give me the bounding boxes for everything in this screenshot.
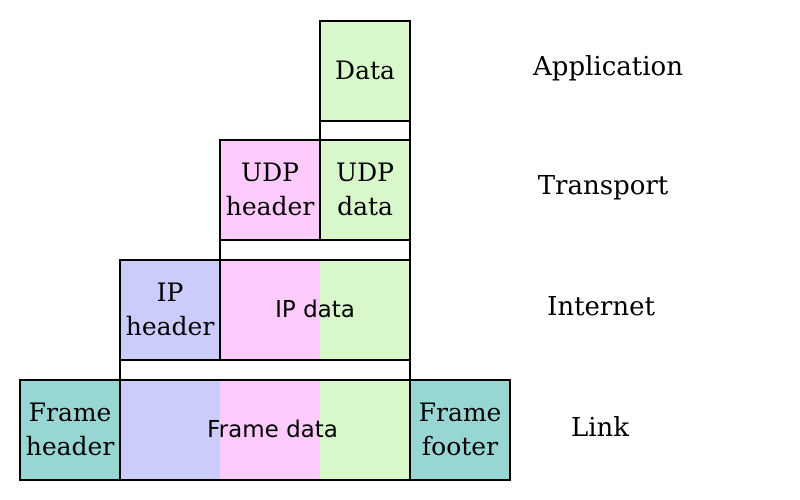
- layer-link-label: Link: [570, 413, 630, 443]
- transport-internet-gap: [219, 239, 411, 261]
- internet-link-gap: [119, 359, 411, 381]
- frame-header-box: [19, 379, 121, 481]
- udp-header-label: UDP header: [225, 158, 315, 221]
- udp-data-box: [319, 139, 411, 241]
- layer-transport-label: Transport: [537, 171, 669, 201]
- ip-data-pink-segment: [220, 260, 320, 360]
- data-box: [319, 20, 411, 122]
- layer-internet-label: Internet: [547, 292, 655, 322]
- app-transport-gap: [319, 120, 411, 141]
- frame-data-pink-segment: [220, 380, 320, 480]
- frame-header-label: Frame header: [25, 398, 115, 461]
- frame-footer-label: Frame footer: [418, 398, 502, 461]
- udp-data-label: UDP data: [336, 158, 394, 221]
- frame-footer-box: [409, 379, 511, 481]
- ip-header-box: [119, 259, 221, 361]
- frame-data-label: Frame data: [207, 417, 338, 443]
- data-label: Data: [335, 56, 395, 85]
- ip-data-green-segment: [320, 260, 410, 360]
- udp-header-box: [219, 139, 321, 241]
- frame-data-green-segment: [320, 380, 410, 480]
- frame-data-blue-segment: [120, 380, 220, 480]
- layer-application-label: Application: [533, 52, 683, 82]
- ip-data-label: IP data: [275, 297, 355, 323]
- ip-header-label: IP header: [125, 278, 215, 341]
